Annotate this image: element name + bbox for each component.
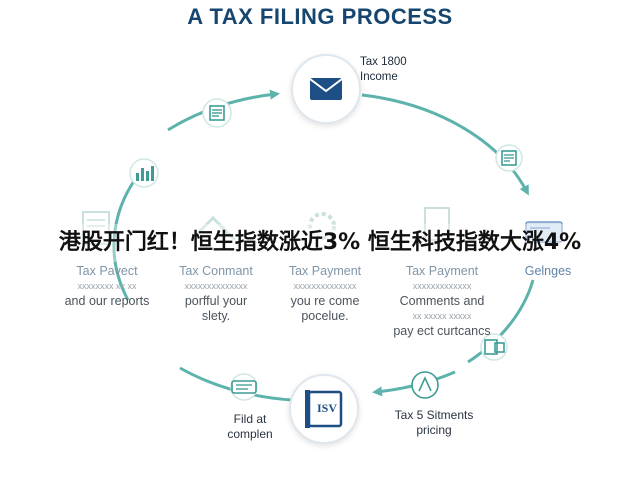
bottom-right-line2: pricing <box>416 423 452 437</box>
stage-4-line2: Comments and <box>399 294 485 308</box>
stage-3-line1: xxxxxxxxxxxxxx <box>293 281 357 291</box>
hub-bottom: ISV <box>289 374 359 444</box>
ring-arc-top-right <box>361 93 529 196</box>
stage-3-line2: you re come <box>290 294 360 308</box>
stage-2-line3: slety. <box>201 309 231 323</box>
stage-3-line3: pocelue. <box>301 309 349 323</box>
stage-5-head: Gelnges <box>524 264 572 278</box>
stage-2-head: Tax Conmant <box>179 264 253 278</box>
envelope-icon <box>309 78 343 100</box>
person-tag-icon <box>411 371 439 399</box>
tax-document-icon <box>305 390 343 428</box>
payment-card-icon <box>480 333 508 361</box>
stage-4-line1: xxxxxxxxxxxxx <box>412 281 472 291</box>
ring-arc-left <box>112 169 144 301</box>
gear-icon <box>308 212 336 240</box>
bottom-left-line2: complen <box>227 427 273 441</box>
stage-4-line4: pay ect curtcancs <box>393 324 491 338</box>
stage-5-label: Gelnges <box>508 264 588 279</box>
paper-icon <box>424 207 450 241</box>
stage-2-label: Tax Conmant xxxxxxxxxxxxxx porfful your … <box>156 264 276 324</box>
hub-top-line1: Tax 1800 <box>360 56 407 68</box>
stage-2-line1: xxxxxxxxxxxxxx <box>184 281 248 291</box>
id-card-icon <box>525 221 563 243</box>
diagram-title: A TAX FILING PROCESS <box>187 4 453 29</box>
stage-3-head: Tax Payment <box>288 264 362 278</box>
ring-arc-right <box>467 279 535 364</box>
hub-top-label: Tax 1800 Income <box>360 55 407 85</box>
cash-icon <box>230 373 258 401</box>
hub-bottom-badge: ISV <box>316 401 337 415</box>
invoice-icon <box>202 98 232 128</box>
bottom-right-label: Tax 5 Sitments pricing <box>372 408 496 438</box>
bottom-left-label: Fild at complen <box>200 412 300 442</box>
house-icon <box>189 215 237 242</box>
stage-4-line3: xx xxxxx xxxxx <box>412 311 472 321</box>
stage-3-label: Tax Payment xxxxxxxxxxxxxx you re come p… <box>262 264 388 324</box>
stage-1-label: Tax Pavect xxxxxxxx xx xx and our report… <box>44 264 170 309</box>
receipt-icon <box>495 144 523 172</box>
stage-2-line2: porfful your <box>184 294 248 308</box>
document-icon <box>82 211 110 245</box>
hub-top-line2: Income <box>360 71 398 83</box>
stage-4-label: Tax Payment xxxxxxxxxxxxx Comments and x… <box>376 264 508 339</box>
stage-1-line1: xxxxxxxx xx xx <box>77 281 137 291</box>
stage-1-head: Tax Pavect <box>76 264 138 278</box>
bottom-left-line1: Fild at <box>233 412 267 426</box>
stage-1-line2: and our reports <box>64 294 150 308</box>
stage-4-head: Tax Payment <box>405 264 479 278</box>
bar-chart-icon <box>129 158 159 188</box>
overlay-headline: 港股开门红！恒生指数涨近3% 恒生科技指数大涨4% <box>0 224 640 262</box>
hub-top <box>291 54 361 124</box>
bottom-right-line1: Tax 5 Sitments <box>394 408 474 422</box>
